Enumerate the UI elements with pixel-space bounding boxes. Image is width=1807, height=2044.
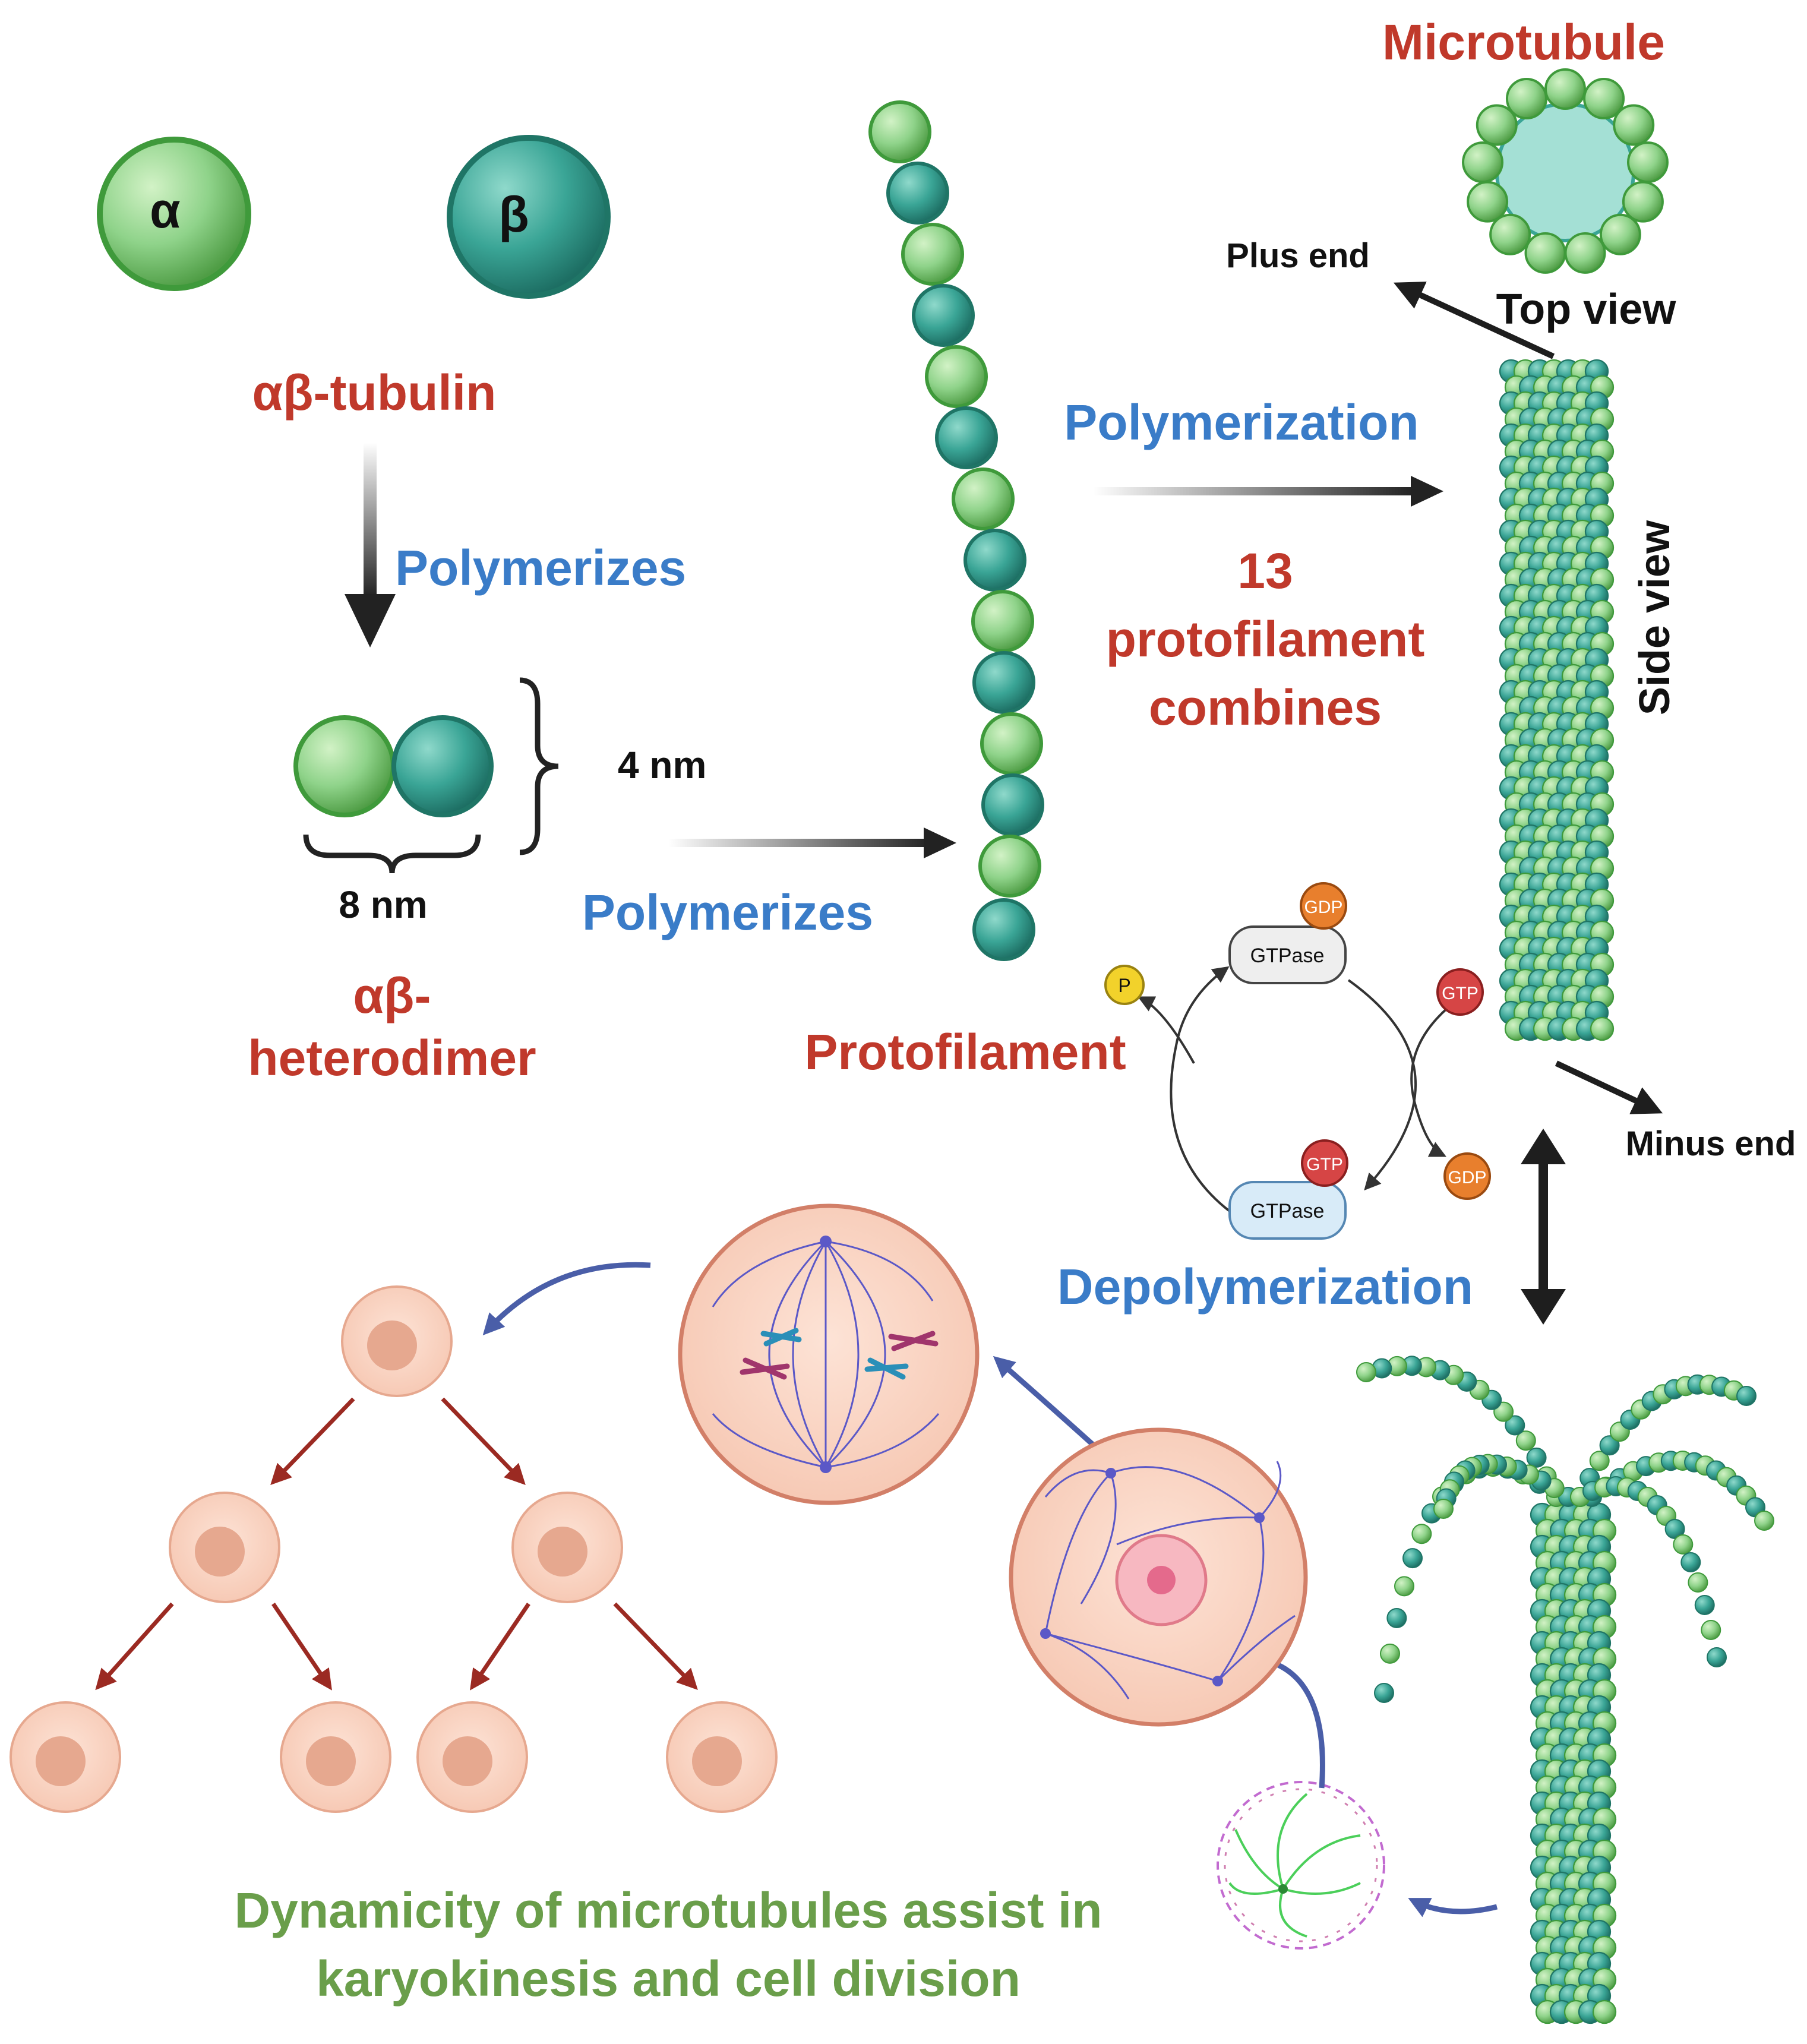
brace-horizontal: [303, 834, 481, 874]
gtpase-bottom-label: GTPase: [1250, 1200, 1325, 1222]
protofilament-chain: [868, 100, 1044, 961]
caption-line-2: karyokinesis and cell division: [316, 1951, 1021, 2007]
side-view-label: Side view: [1631, 520, 1679, 715]
arrow-to-cells: [482, 1262, 651, 1335]
polymerizes-right-arrow: [668, 827, 956, 858]
nucleus-spindle-sketch: [1217, 1781, 1385, 1950]
cell-gen1: [341, 1285, 453, 1397]
gtp-bottom-label: GTP: [1306, 1155, 1343, 1174]
beta-label: β: [498, 187, 529, 242]
cell-gen2-left: [169, 1492, 280, 1603]
caption-line-1: Dynamicity of microtubules assist in: [234, 1882, 1102, 1938]
minus-end-label: Minus end: [1626, 1124, 1796, 1163]
gdp-right-label: GDP: [1448, 1168, 1486, 1187]
alpha-label: α: [150, 182, 181, 238]
depolymerization-label: Depolymerization: [1057, 1259, 1473, 1315]
plus-end-label: Plus end: [1226, 236, 1370, 275]
polymerizes-down-arrow: [345, 443, 396, 647]
gdp-badge-right: GDP: [1443, 1152, 1491, 1200]
microtubule-side-view: [1499, 359, 1615, 1041]
phosphate-badge: P: [1104, 965, 1145, 1005]
arrow-to-nucleus: [1408, 1898, 1498, 1917]
gtpase-top-label: GTPase: [1250, 944, 1325, 967]
protofilament-label: Protofilament: [804, 1024, 1126, 1080]
arrow-to-metaphase: [993, 1356, 1107, 1458]
combines-label-2: protofilament: [1106, 611, 1425, 667]
cell-gen2-right: [511, 1492, 623, 1603]
top-view-label: Top view: [1496, 286, 1677, 333]
division-arrow-2c: [470, 1603, 530, 1691]
peeling-protofilaments: [1356, 1356, 1774, 1703]
heterodimer: [293, 715, 494, 817]
minus-end-arrow: [1555, 1060, 1663, 1114]
gtpase-bottom: GTPase: [1228, 1181, 1347, 1240]
gdp-badge-top: GDP: [1300, 882, 1347, 930]
gdp-top-label: GDP: [1304, 898, 1342, 917]
plus-end-arrow: [1393, 282, 1555, 359]
polymerization-arrow: [1093, 476, 1443, 507]
eight-nm-label: 8 nm: [339, 883, 427, 926]
gtp-badge-bottom: GTP: [1301, 1139, 1348, 1187]
combines-label-3: combines: [1149, 680, 1382, 735]
dynamic-instability-arrow: [1521, 1129, 1566, 1325]
four-nm-label: 4 nm: [618, 744, 706, 786]
polymerizes-label-1: Polymerizes: [395, 540, 686, 596]
division-arrow-1a: [270, 1397, 355, 1486]
heterodimer-label-2: heterodimer: [248, 1030, 536, 1086]
prophase-cell: [1009, 1427, 1308, 1727]
depolymerizing-microtubule: [1530, 1502, 1617, 2024]
cell-gen3-1: [10, 1701, 121, 1813]
metaphase-cell: [678, 1203, 980, 1505]
beta-tubulin-sphere: β: [447, 135, 611, 299]
combines-label-1: 13: [1237, 543, 1293, 599]
microtubule-label: Microtubule: [1382, 14, 1665, 70]
cell-gen3-2: [280, 1701, 391, 1813]
phosphate-label: P: [1118, 975, 1130, 996]
division-arrow-1b: [441, 1397, 526, 1486]
polymerizes-label-2: Polymerizes: [582, 884, 873, 940]
division-arrow-2b: [271, 1603, 332, 1691]
gtp-right-label: GTP: [1442, 984, 1479, 1003]
tubulin-label: αβ-tubulin: [252, 365, 497, 421]
gtp-cycle: [1137, 966, 1454, 1219]
gtp-badge-right: GTP: [1436, 968, 1484, 1016]
brace-vertical: [519, 677, 559, 855]
microtubule-top-view: [1462, 68, 1669, 274]
cell-division-tree: [10, 1285, 778, 1813]
cell-gen3-3: [416, 1701, 528, 1813]
polymerization-label: Polymerization: [1064, 394, 1419, 450]
gtpase-top: GTPase: [1228, 925, 1347, 984]
cell-gen3-4: [666, 1701, 778, 1813]
alpha-tubulin-sphere: α: [97, 137, 251, 291]
division-arrow-2d: [613, 1602, 698, 1691]
division-arrow-2a: [95, 1602, 174, 1691]
heterodimer-label-1: αβ-: [353, 968, 431, 1023]
